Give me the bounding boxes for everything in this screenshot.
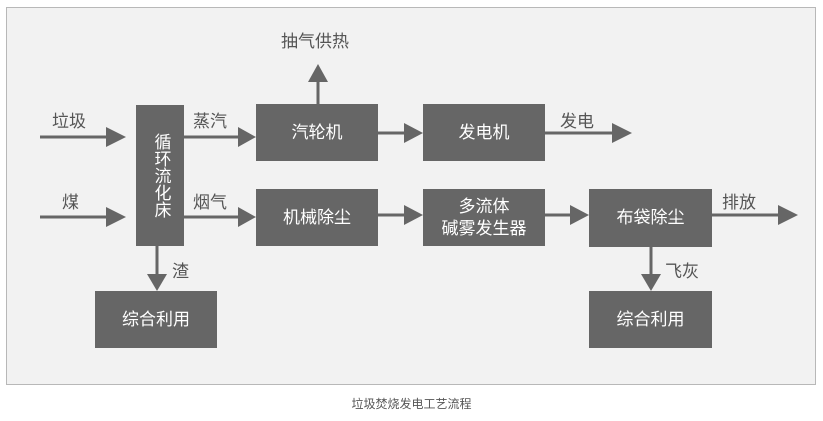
arrowhead-power [612,123,632,143]
arrowhead-steam [238,127,256,147]
arrowhead-flue-gas [238,207,256,227]
alkali-fog-label: 多流体 碱雾发生器 [441,196,527,239]
arrowhead-exhaust [778,205,798,225]
mech-dust-box: 机械除尘 [256,189,378,246]
turbine-box: 汽轮机 [256,104,378,161]
generator-box: 发电机 [423,104,545,161]
arrowhead-generator [404,123,423,143]
label-exhaust: 排放 [722,193,756,213]
arrowhead-fly-ash [641,274,661,291]
bag-filter-label: 布袋除尘 [616,208,685,228]
arrowhead-alkali [404,205,423,225]
label-garbage: 垃圾 [52,112,86,132]
arrowhead-slag [147,274,167,291]
reuse-left-label: 综合利用 [122,309,190,330]
label-heat-supply: 抽气供热 [281,32,349,52]
label-slag: 渣 [172,262,189,282]
arrowhead-garbage [106,127,126,147]
boiler-box: 循环流化床 [136,105,184,246]
turbine-label: 汽轮机 [291,122,343,143]
arrowhead-bag [570,205,589,225]
bag-filter-box: 布袋除尘 [589,189,712,247]
label-flue-gas: 烟气 [193,193,227,213]
arrowhead-heat-supply [308,64,328,82]
label-power: 发电 [560,112,594,132]
alkali-fog-box: 多流体 碱雾发生器 [423,189,545,246]
generator-label: 发电机 [458,122,510,143]
reuse-right-box: 综合利用 [589,291,712,348]
label-steam: 蒸汽 [193,112,227,132]
boiler-label: 循环流化床 [150,133,171,218]
label-coal: 煤 [62,193,79,213]
reuse-left-box: 综合利用 [95,291,217,348]
diagram-caption: 垃圾焚烧发电工艺流程 [351,397,472,411]
mech-dust-label: 机械除尘 [283,207,351,228]
label-fly-ash: 飞灰 [665,262,699,282]
reuse-right-label: 综合利用 [616,309,685,330]
arrowhead-coal [106,207,126,227]
